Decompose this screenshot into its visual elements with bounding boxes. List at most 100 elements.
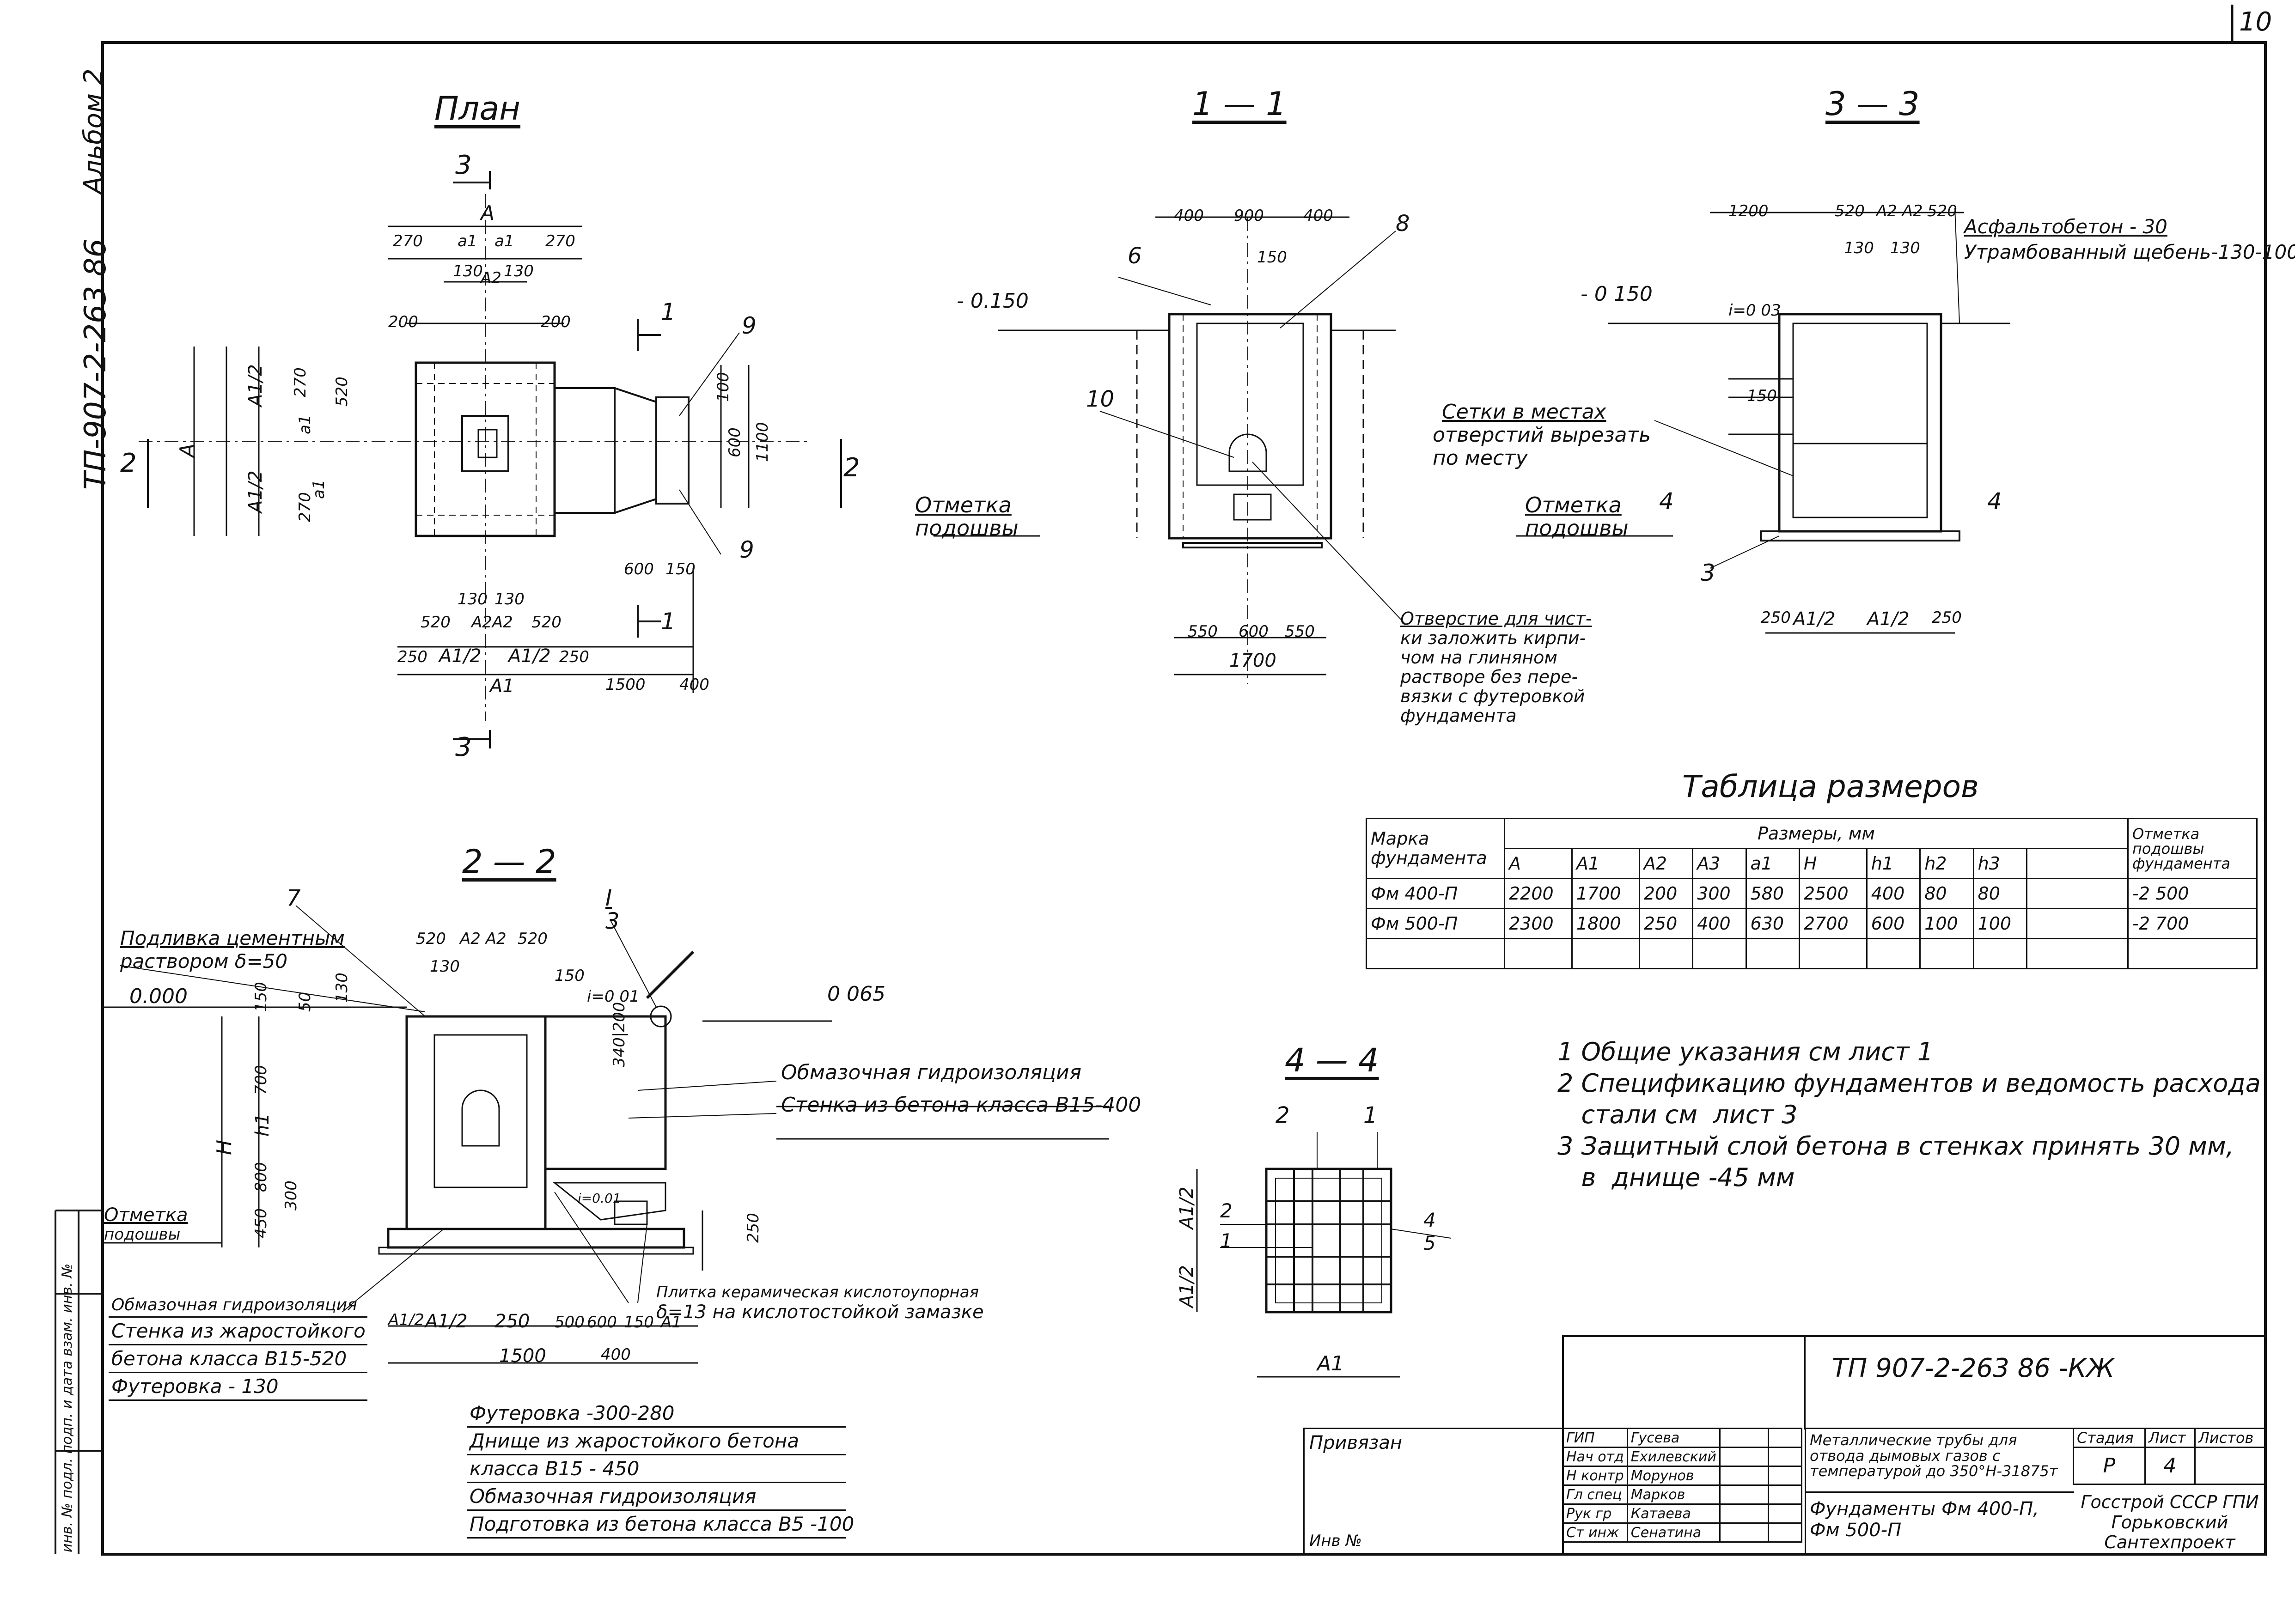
name: Ехилевский xyxy=(1626,1447,1721,1467)
cell: 600 xyxy=(1866,908,1921,939)
th-col xyxy=(2026,848,2129,879)
s22-dim: h1 xyxy=(252,1113,273,1137)
s11-dim: 400 xyxy=(1303,207,1333,225)
s22-dim: 150 xyxy=(555,967,585,985)
dim-label: 130 xyxy=(453,262,483,280)
note-line: 3 Защитный слой бетона в стенках принять… xyxy=(1557,1131,2234,1161)
cell: 1800 xyxy=(1571,908,1640,939)
cell: 580 xyxy=(1745,878,1800,909)
s33-level: - 0 150 xyxy=(1581,282,1653,306)
dim-label: 270 xyxy=(291,367,310,397)
s22-dim: 150 xyxy=(624,1313,654,1332)
s22-waterproof: Обмазочная гидроизоляция xyxy=(781,1061,1081,1084)
layer-line: Днище из жаростойкого бетона xyxy=(467,1428,846,1455)
s44-dim: A1 xyxy=(1317,1352,1344,1375)
dim-label: 250 xyxy=(397,648,427,666)
note-line: вязки с футеровкой xyxy=(1400,686,1585,706)
cell xyxy=(2026,908,2129,939)
s22-dim: 800 xyxy=(252,1162,270,1192)
cell: 80 xyxy=(1919,878,1974,909)
cell: 100 xyxy=(1919,908,1974,939)
s11-callout-10: 10 xyxy=(1086,386,1115,412)
s11-dim: 550 xyxy=(1285,622,1315,641)
s22-dim: 250 xyxy=(494,1311,530,1332)
th-col: A1 xyxy=(1571,848,1640,879)
layer-line: Подготовка из бетона класса B5 -100 xyxy=(467,1511,854,1539)
s11-dim: 1700 xyxy=(1229,650,1276,671)
cell: 400 xyxy=(1866,878,1921,909)
s11-callout-6: 6 xyxy=(1128,243,1142,269)
s11-opening-note: Отверстие для чист- ки заложить кирпи- ч… xyxy=(1400,610,1592,724)
th-sizes: Размеры, мм xyxy=(1504,818,2129,849)
th-mark: Марка фундамента xyxy=(1366,818,1505,879)
section-3-3-title: 3 — 3 xyxy=(1825,85,1920,123)
dim-label: 200 xyxy=(388,313,418,331)
role: Нач отд xyxy=(1562,1447,1628,1467)
s33-callout-4-right: 4 xyxy=(1987,488,2002,515)
table-title: Таблица размеров xyxy=(1682,769,1979,804)
s44-callout-2: 2 xyxy=(1276,1102,1290,1128)
table-header-row: Марка фундамента Размеры, мм Отметка под… xyxy=(1366,818,2258,879)
s22-otm: Отметка xyxy=(104,1204,188,1226)
name: Марков xyxy=(1626,1484,1721,1505)
dim-label: A1/2 xyxy=(245,364,266,407)
dim-label: A1/2 xyxy=(508,645,551,667)
layer-line: Футеровка - 130 xyxy=(109,1373,367,1401)
s22-dim: 600 xyxy=(587,1313,617,1332)
s33-asphalt: Асфальтобетон - 30 xyxy=(1964,215,2167,238)
cell: 1700 xyxy=(1571,878,1640,909)
dim-label: a1 xyxy=(296,414,314,434)
s44-callout-1b: 1 xyxy=(1220,1229,1233,1252)
s44-dim: A1/2 xyxy=(1176,1265,1197,1308)
cell: 250 xyxy=(1638,908,1694,939)
s22-dim: A1/2 xyxy=(425,1311,468,1332)
s11-dim: 150 xyxy=(1257,248,1287,267)
section-4-4 xyxy=(1196,1132,1452,1378)
layer-line: класса B15 - 450 xyxy=(467,1455,846,1483)
cell: 300 xyxy=(1692,878,1747,909)
layer-line: Обмазочная гидроизоляция xyxy=(467,1483,846,1511)
note-line: растворе без пере- xyxy=(1400,667,1578,687)
cell xyxy=(2026,878,2129,909)
s22-tile-2: δ=13 на кислотостойкой замазке xyxy=(656,1302,984,1323)
plan-title: План xyxy=(434,90,521,128)
stage-h: Стадия xyxy=(2073,1428,2146,1448)
s22-dim: 520 xyxy=(416,930,446,948)
callout-1-bottom: 1 xyxy=(661,608,676,635)
s22-dim: 50 xyxy=(296,991,314,1012)
cell-sole: -2 500 xyxy=(2127,878,2258,909)
cell: 100 xyxy=(1972,908,2028,939)
s22-dim: A1 xyxy=(661,1313,682,1332)
s33-mesh-3: по месту xyxy=(1433,446,1528,470)
th-col: A xyxy=(1504,848,1573,879)
s22-slope: i=0 01 xyxy=(587,987,640,1006)
s22-pod: подошвы xyxy=(104,1225,181,1244)
s33-mesh-2: отверстий вырезать xyxy=(1433,423,1651,447)
section-3-3 xyxy=(1516,207,2010,634)
stamp-desc-box: Металлические трубы для отвода дымовых г… xyxy=(1805,1428,2074,1556)
s22-dim: H xyxy=(213,1139,236,1155)
table-row: Фм 400-П 2200 1700 200 300 580 2500 400 … xyxy=(1366,878,2258,909)
dim-label: 270 xyxy=(545,232,575,250)
cell: 80 xyxy=(1972,878,2028,909)
s33-dim: 130 xyxy=(1844,239,1874,257)
s22-callout-7: 7 xyxy=(287,885,301,911)
name: Сенатина xyxy=(1626,1522,1721,1543)
s22-callout-I: I xyxy=(605,885,612,911)
stamp-desc-1: Металлические трубы для отвода дымовых г… xyxy=(1810,1431,2058,1480)
dim-label: 150 xyxy=(665,560,696,578)
s44-callout-5: 5 xyxy=(1423,1232,1436,1254)
cell: 2200 xyxy=(1504,878,1573,909)
s11-dim: 400 xyxy=(1174,207,1204,225)
note-line: в днище -45 мм xyxy=(1557,1163,1795,1192)
s33-dim: 1200 xyxy=(1728,202,1769,220)
s22-dim: 300 xyxy=(282,1180,300,1210)
dim-label: 130 xyxy=(504,262,534,280)
s33-slope: i=0 03 xyxy=(1728,301,1781,320)
dim-label: A1 xyxy=(490,675,514,697)
cell: 2700 xyxy=(1798,908,1868,939)
